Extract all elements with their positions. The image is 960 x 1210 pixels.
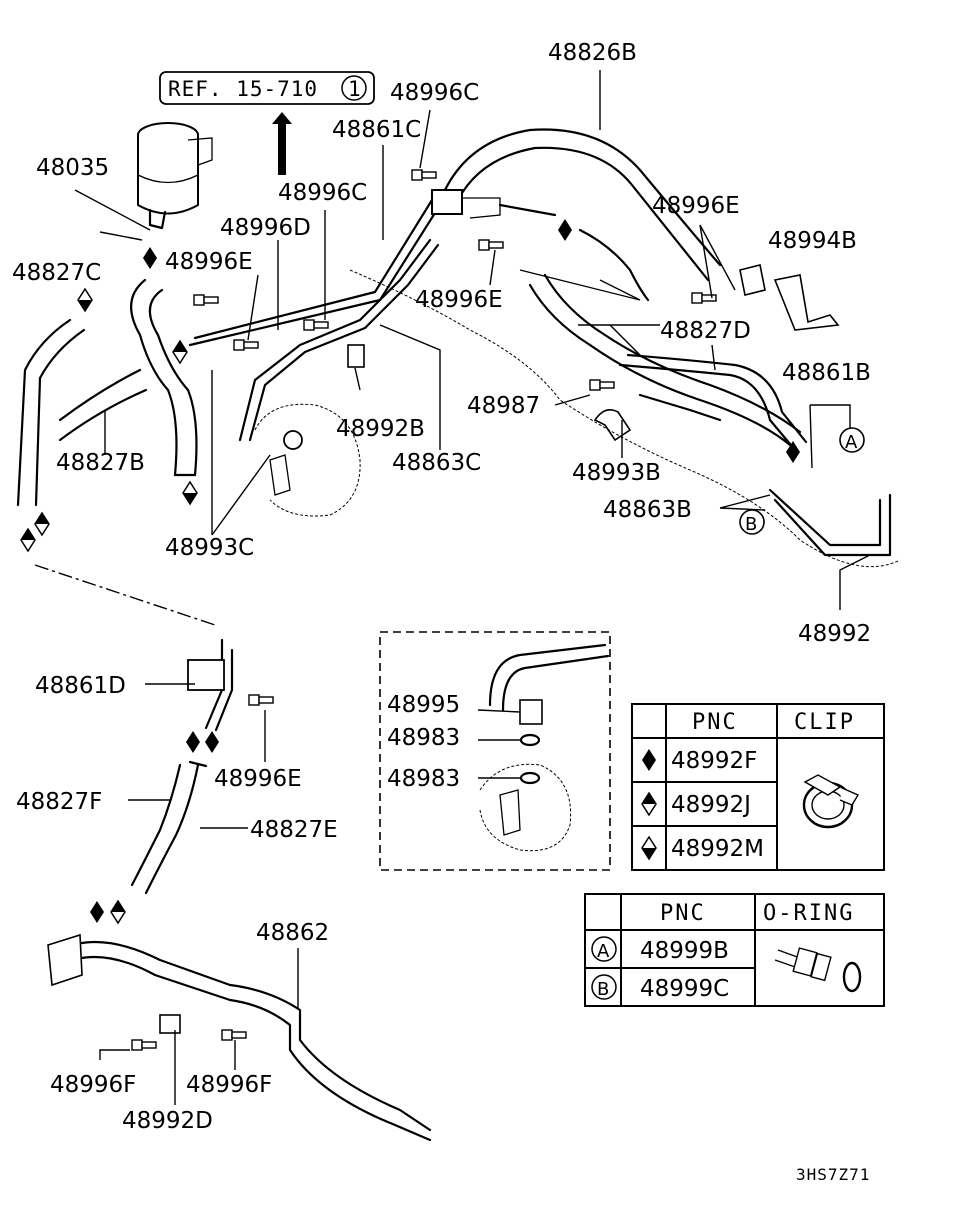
part-label[interactable]: 48035	[36, 155, 109, 181]
part-label[interactable]: 48996E	[652, 193, 740, 219]
clip-48992d[interactable]	[159, 1014, 181, 1034]
clip-pnc: 48992F	[671, 748, 757, 774]
part-label[interactable]: 48827E	[250, 817, 338, 843]
oring-table-header-oring: O-RING	[763, 901, 854, 926]
part-labels: 48826B 48996C 48861C 48035 48996C 48996D…	[12, 40, 871, 1134]
detail-inset	[379, 631, 611, 871]
tube-48863c[interactable]	[238, 238, 440, 450]
part-label[interactable]: 48862	[256, 920, 329, 946]
clip-table: PNC CLIP 48992F 48992J 48992M	[631, 703, 885, 871]
part-label[interactable]: 48827B	[56, 450, 145, 476]
part-label[interactable]: 48996E	[214, 766, 302, 792]
clamp-48993b[interactable]	[593, 409, 632, 442]
pump-sketch-left	[254, 403, 361, 517]
oring-table: PNC O-RING A B 48999B 48999C	[584, 893, 885, 1007]
part-label[interactable]: 48983	[387, 766, 460, 792]
hose-48826b[interactable]	[443, 128, 722, 282]
oring-pnc: 48999B	[640, 938, 729, 964]
callout-a[interactable]: A	[839, 427, 865, 453]
part-label[interactable]: 48992	[798, 621, 871, 647]
svg-text:B: B	[745, 514, 757, 535]
part-label[interactable]: 48827C	[12, 260, 101, 286]
part-label[interactable]: 48987	[467, 393, 540, 419]
part-label[interactable]: 48994B	[768, 228, 857, 254]
part-label[interactable]: 48992D	[122, 1108, 213, 1134]
tube-48861b[interactable]	[618, 353, 808, 452]
drawing-code: 3HS7Z71	[796, 1165, 870, 1184]
part-label[interactable]: 48996E	[165, 249, 253, 275]
part-label[interactable]: 48826B	[548, 40, 637, 66]
part-label[interactable]: 48827D	[660, 318, 751, 344]
part-label[interactable]: 48863B	[603, 497, 692, 523]
clip-table-header-clip: CLIP	[794, 710, 855, 735]
ref-box[interactable]: REF. 15-710 1	[159, 71, 375, 105]
part-label[interactable]: 48995	[387, 692, 460, 718]
hose-48827d[interactable]	[528, 228, 802, 447]
bracket-48992b[interactable]	[347, 344, 365, 368]
ref-text: REF. 15-710	[168, 77, 318, 101]
part-label[interactable]: 48983	[387, 725, 460, 751]
arrow-up-icon	[272, 112, 292, 175]
part-label[interactable]: 48993C	[165, 535, 254, 561]
oring-key: B	[597, 979, 609, 1000]
hose-48035-return[interactable]	[130, 278, 198, 477]
bracket-48994b[interactable]	[739, 264, 840, 331]
part-label[interactable]: 48996D	[220, 215, 311, 241]
part-label[interactable]: 48996F	[186, 1072, 272, 1098]
cooler-tube-48862[interactable]	[47, 933, 432, 1142]
reservoir-tank[interactable]	[137, 122, 213, 230]
hose-48827f[interactable]	[130, 763, 200, 895]
part-label[interactable]: 48996E	[415, 287, 503, 313]
part-label[interactable]: 48861C	[332, 117, 421, 143]
svg-text:A: A	[845, 432, 858, 453]
callout-b[interactable]: B	[739, 509, 765, 535]
part-label[interactable]: 48861D	[35, 673, 126, 699]
hose-48827b[interactable]	[58, 368, 148, 442]
oring-pnc: 48999C	[640, 976, 729, 1002]
oring-key: A	[597, 941, 610, 962]
tube-48863b[interactable]	[768, 488, 892, 557]
part-label[interactable]: 48996C	[390, 80, 479, 106]
part-label[interactable]: 48827F	[16, 789, 102, 815]
clip-pnc: 48992J	[671, 792, 751, 818]
fitting-48996c[interactable]	[431, 189, 557, 219]
hose-48827e[interactable]	[188, 760, 208, 768]
o-ring-icon	[774, 947, 862, 993]
hose-48827c[interactable]	[16, 318, 86, 507]
part-label[interactable]: 48863C	[392, 450, 481, 476]
ref-circle-number: 1	[348, 77, 362, 101]
part-label[interactable]: 48993B	[572, 460, 661, 486]
part-label[interactable]: 48992B	[336, 416, 425, 442]
part-label[interactable]: 48996C	[278, 180, 367, 206]
leader-lines	[74, 70, 871, 1105]
clip-table-header-pnc: PNC	[692, 710, 738, 735]
hose-clip-icon	[802, 774, 860, 829]
tube-48861d[interactable]	[187, 638, 234, 732]
clip-pnc: 48992M	[671, 836, 764, 862]
part-label[interactable]: 48996F	[50, 1072, 136, 1098]
oring-table-header-pnc: PNC	[660, 901, 706, 926]
part-label[interactable]: 48861B	[782, 360, 871, 386]
